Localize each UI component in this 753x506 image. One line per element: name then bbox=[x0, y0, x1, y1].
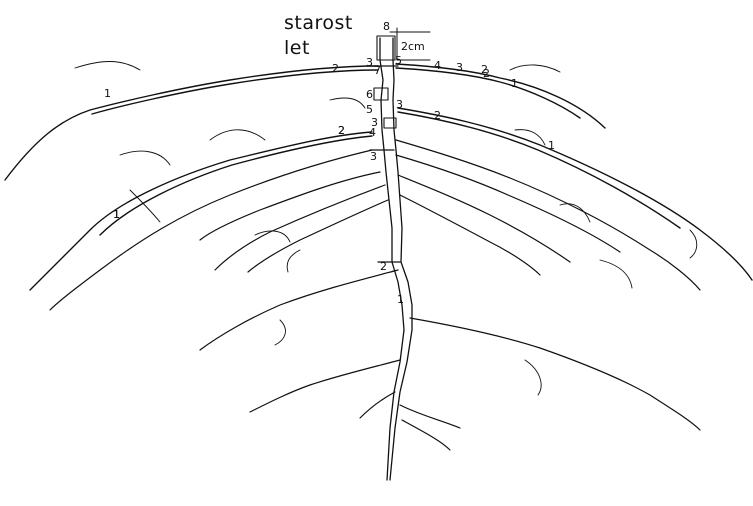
branch-label: 2 bbox=[481, 63, 488, 76]
branch-left-2 bbox=[30, 132, 372, 290]
title-block: starost let 8 2cm bbox=[284, 12, 425, 59]
branch-label: 5 bbox=[395, 54, 402, 67]
branch-label: 1 bbox=[113, 208, 120, 221]
branch-label: 3 bbox=[396, 98, 403, 111]
branch-label: 1 bbox=[104, 87, 111, 100]
branch-label: 3 bbox=[456, 61, 463, 74]
title-line2: let bbox=[284, 37, 310, 59]
trunk-label: 2 bbox=[380, 260, 387, 273]
age-value: 8 bbox=[383, 20, 390, 33]
branch-left-lower bbox=[200, 270, 400, 418]
trunk-label: 1 bbox=[397, 293, 404, 306]
trunk-label: 3 bbox=[371, 116, 378, 129]
trunk-label: 3 bbox=[370, 150, 377, 163]
branch-label: 2 bbox=[332, 62, 339, 75]
branch-right-3 bbox=[396, 140, 700, 290]
branch-label: 1 bbox=[548, 139, 555, 152]
branch-right-2 bbox=[398, 108, 752, 280]
branch-upper-right bbox=[396, 64, 605, 128]
scale-label: 2cm bbox=[401, 40, 425, 53]
branch-label: 1 bbox=[511, 77, 518, 90]
branch-label: 3 bbox=[366, 56, 373, 69]
branch-label: 4 bbox=[434, 59, 441, 72]
title-line1: starost bbox=[284, 12, 353, 34]
trunk-label: 7 bbox=[374, 64, 381, 77]
trunk-label: 5 bbox=[366, 103, 373, 116]
fine-rootlets bbox=[75, 62, 697, 396]
main-trunk bbox=[370, 36, 412, 480]
branch-label: 2 bbox=[338, 124, 345, 137]
branch-label: 2 bbox=[434, 109, 441, 122]
branch-right-lower bbox=[400, 318, 700, 450]
trunk-label: 6 bbox=[366, 88, 373, 101]
